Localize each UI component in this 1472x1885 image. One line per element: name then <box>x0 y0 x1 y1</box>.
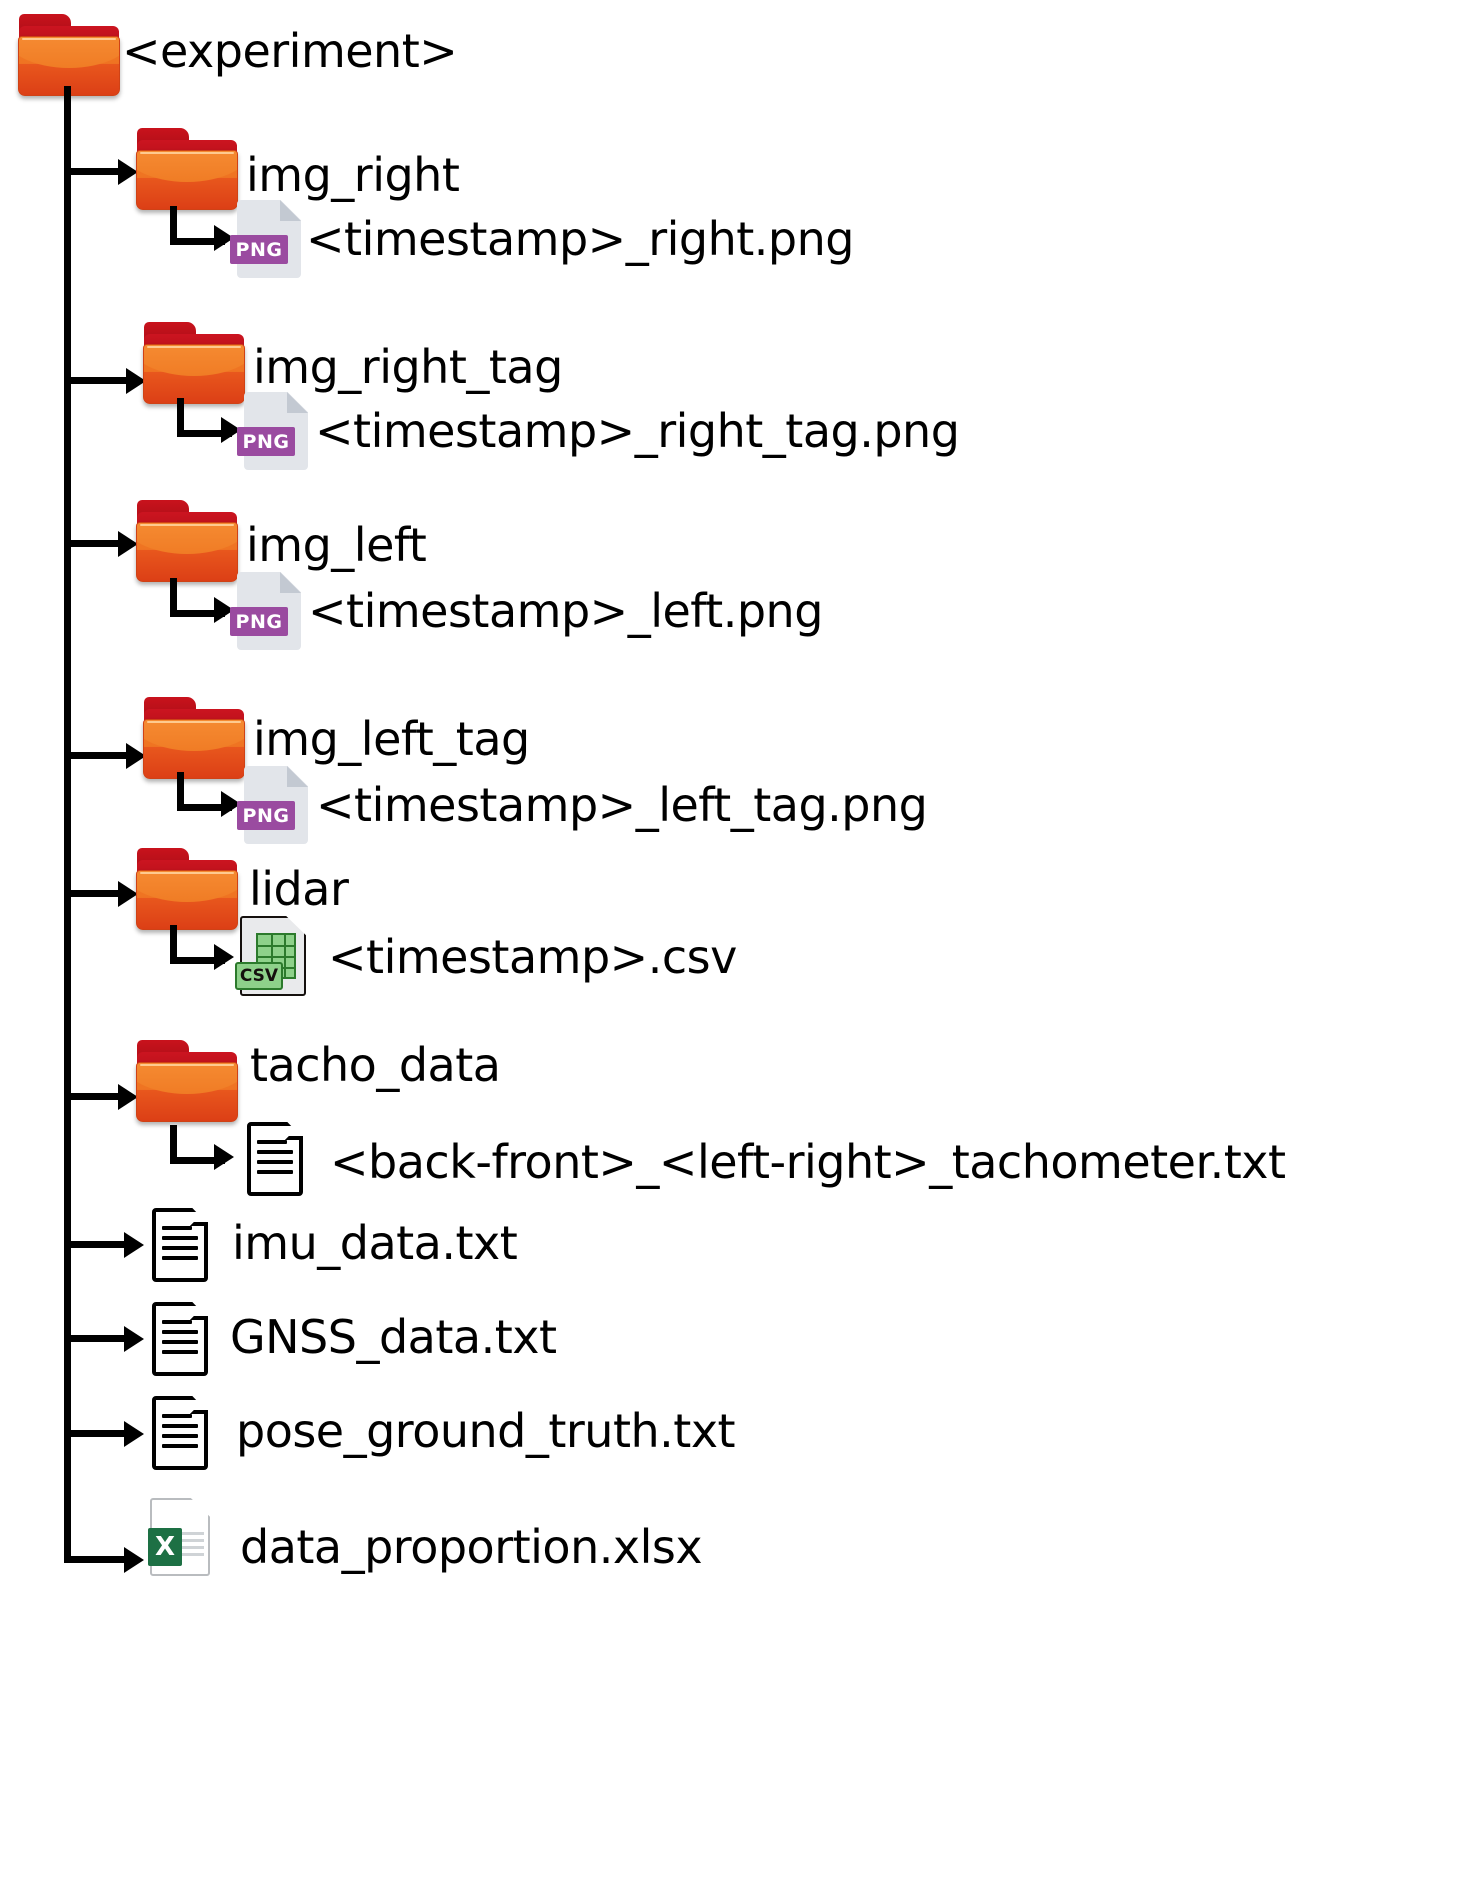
txt-file-icon <box>247 1122 303 1196</box>
child-arrow-icon <box>214 597 234 623</box>
folder-icon <box>136 1040 240 1126</box>
png-badge-label: PNG <box>237 427 295 456</box>
png-badge-label: PNG <box>230 235 288 264</box>
folder-icon <box>136 848 240 934</box>
child-arrow-icon <box>221 791 241 817</box>
child-arrow-icon <box>221 417 241 443</box>
branch-line <box>64 1556 126 1563</box>
branch-arrow-icon <box>118 159 138 185</box>
folder-label-tacho-data: tacho_data <box>250 1038 501 1092</box>
png-badge-label: PNG <box>237 801 295 830</box>
branch-arrow-icon <box>124 1421 144 1447</box>
branch-line <box>64 540 120 547</box>
branch-line <box>64 168 120 175</box>
child-connector <box>177 772 232 811</box>
child-connector <box>170 578 225 617</box>
file-label-imu-data-txt: imu_data.txt <box>232 1216 518 1270</box>
folder-icon <box>136 500 240 586</box>
txt-file-icon <box>152 1302 208 1376</box>
folder-label-lidar: lidar <box>249 862 349 916</box>
csv-file-icon: CSV <box>235 916 306 996</box>
txt-file-icon <box>152 1208 208 1282</box>
png-badge-label: PNG <box>230 607 288 636</box>
branch-line <box>64 1093 120 1100</box>
png-file-icon: PNG <box>230 572 301 650</box>
folder-icon <box>143 697 247 783</box>
tree-spine <box>64 86 71 1560</box>
branch-line <box>64 890 120 897</box>
file-label-timestamp-left-png: <timestamp>_left.png <box>308 584 823 638</box>
xlsx-file-icon: X <box>148 1498 210 1576</box>
child-arrow-icon <box>214 1144 234 1170</box>
xlsx-badge-label: X <box>148 1528 182 1566</box>
root-folder-label: <experiment> <box>122 24 458 78</box>
file-label-timestamp-right-tag-png: <timestamp>_right_tag.png <box>315 404 960 458</box>
folder-label-img-left-tag: img_left_tag <box>253 712 530 766</box>
branch-line <box>64 752 128 759</box>
csv-badge-label: CSV <box>235 962 283 990</box>
child-arrow-icon <box>214 225 234 251</box>
branch-line <box>64 377 128 384</box>
branch-arrow-icon <box>126 368 146 394</box>
folder-label-img-right-tag: img_right_tag <box>253 340 563 394</box>
branch-arrow-icon <box>124 1547 144 1573</box>
file-label-tachometer-txt: <back-front>_<left-right>_tachometer.txt <box>330 1135 1286 1189</box>
png-file-icon: PNG <box>237 392 308 470</box>
png-file-icon: PNG <box>230 200 301 278</box>
txt-file-icon <box>152 1396 208 1470</box>
branch-arrow-icon <box>118 881 138 907</box>
branch-arrow-icon <box>124 1232 144 1258</box>
folder-label-img-left: img_left <box>246 518 427 572</box>
png-file-icon: PNG <box>237 766 308 844</box>
file-label-gnss-data-txt: GNSS_data.txt <box>230 1310 557 1364</box>
file-label-data-proportion-xlsx: data_proportion.xlsx <box>240 1520 703 1574</box>
branch-arrow-icon <box>124 1326 144 1352</box>
branch-line <box>64 1430 126 1437</box>
file-label-timestamp-csv: <timestamp>.csv <box>328 930 737 984</box>
folder-icon <box>136 128 240 214</box>
child-arrow-icon <box>214 944 234 970</box>
branch-arrow-icon <box>118 531 138 557</box>
file-label-timestamp-left-tag-png: <timestamp>_left_tag.png <box>316 778 928 832</box>
child-connector <box>170 1125 225 1164</box>
branch-arrow-icon <box>126 743 146 769</box>
file-label-pose-ground-truth-txt: pose_ground_truth.txt <box>236 1404 736 1458</box>
branch-line <box>64 1241 126 1248</box>
file-label-timestamp-right-png: <timestamp>_right.png <box>306 212 854 266</box>
folder-label-img-right: img_right <box>246 148 460 202</box>
folder-icon <box>143 322 247 408</box>
branch-arrow-icon <box>118 1084 138 1110</box>
child-connector <box>170 206 225 245</box>
branch-line <box>64 1335 126 1342</box>
child-connector <box>170 925 225 964</box>
child-connector <box>177 398 232 437</box>
